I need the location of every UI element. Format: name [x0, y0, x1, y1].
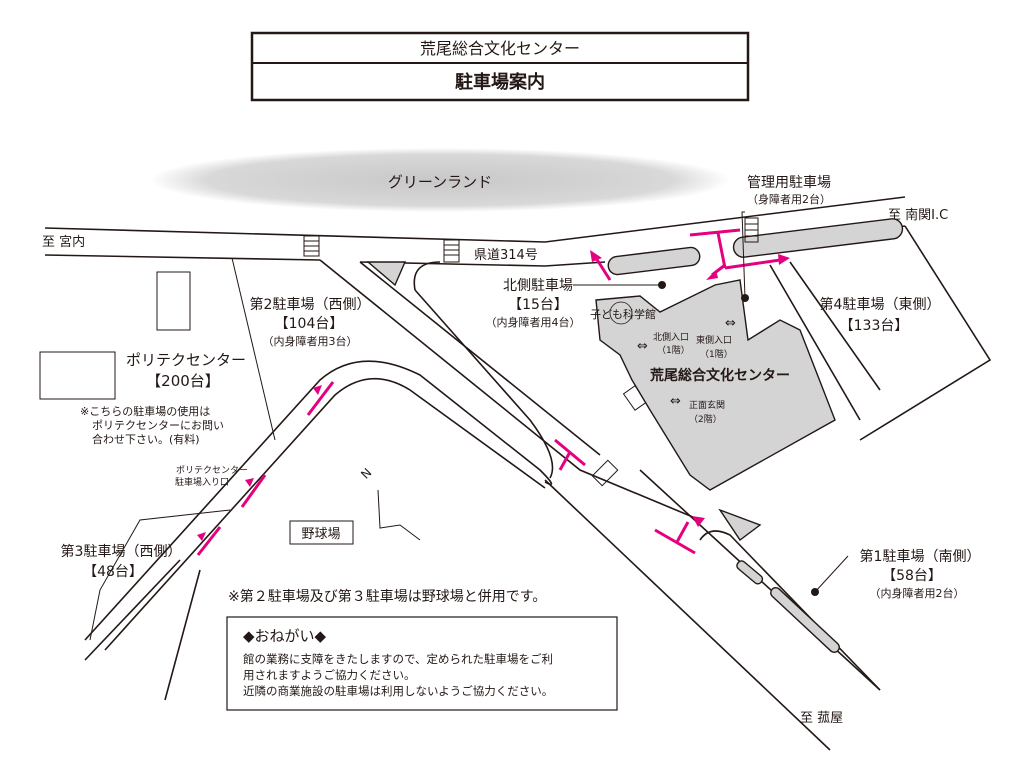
baseball-box	[289, 520, 354, 545]
p3-count: 【48台】	[83, 564, 143, 580]
center-label: 荒尾総合文化センター	[649, 367, 790, 384]
culture-center-building	[595, 279, 836, 491]
p1-note: （内身障者用2台）	[870, 586, 965, 600]
baseball-label: 野球場	[301, 527, 340, 542]
kids-science-label: 子ども科学館	[590, 307, 656, 321]
request-box: ◆おねがい◆ 館の業務に支障をきたしますので、定められた駐車場をご利 用されます…	[226, 616, 618, 711]
polytech-name: ポリテクセンター	[126, 351, 246, 369]
main-road	[44, 196, 906, 276]
entrance-north-floor: （1階）	[657, 345, 690, 356]
polytech-entrance-label: ポリテクセンター	[176, 465, 248, 476]
diagonal-roads	[84, 225, 992, 751]
entrance-north-label: 北側入口	[653, 331, 689, 343]
to-nankan-label: 至 南関I.C	[888, 207, 948, 223]
polytech-note-line: 合わせ下さい。(有料)	[92, 432, 200, 446]
to-miyauchi-label: 至 宮内	[42, 234, 85, 250]
polytech-count: 【200台】	[146, 372, 220, 390]
p4-name: 第4駐車場（東側）	[820, 296, 941, 313]
p2-note: （内身障者用3台）	[263, 334, 358, 348]
polytech-entrance-label2: 駐車場入り口	[175, 476, 229, 488]
road-name-label: 県道314号	[474, 248, 538, 263]
p1-marker	[811, 588, 819, 596]
p4-count: 【133台】	[840, 318, 909, 334]
request-line: 館の業務に支障をきたしますので、定められた駐車場をご利	[243, 652, 553, 666]
entrance-east-label: 東側入口	[696, 334, 732, 346]
p1-name: 第1駐車場（南側）	[860, 548, 981, 565]
kids-science-museum-icon	[609, 301, 633, 325]
facility-title: 荒尾総合文化センター	[420, 39, 580, 58]
entrance-east-floor: （1階）	[700, 349, 733, 360]
request-heading: ◆おねがい◆	[243, 627, 327, 645]
request-line: 用されますようご協力ください。	[243, 668, 416, 682]
green-land-label: グリーンランド	[388, 173, 492, 191]
p1-count: 【58台】	[882, 568, 942, 584]
north-parking-note: （内身障者用4台）	[486, 315, 581, 329]
north-parking-count: 【15台】	[508, 297, 568, 313]
p3-name: 第3駐車場（西側）	[61, 543, 182, 560]
p2-count: 【104台】	[275, 316, 344, 332]
traffic-arrows	[196, 228, 790, 556]
north-parking-name: 北側駐車場	[503, 277, 573, 294]
polytech-note-line: ※こちらの駐車場の使用は	[80, 404, 210, 418]
north-arrow-icon: N	[358, 466, 421, 541]
north-label: N	[358, 466, 374, 482]
entrance-main-icon: ⇔	[670, 394, 681, 409]
polytech-note: ※こちらの駐車場の使用は ポリテクセンターにお問い 合わせ下さい。(有料)	[80, 404, 224, 446]
request-line: 近隣の商業施設の駐車場は利用しないようご協力ください。	[243, 684, 553, 698]
to-kayaya-label: 至 菰屋	[800, 711, 843, 726]
parking-labels: 管理用駐車場 （身障者用2台） 北側駐車場 【15台】 （内身障者用4台） 第2…	[61, 174, 981, 600]
entrance-main-floor: （2階）	[689, 414, 722, 425]
entrance-east-icon: ⇔	[725, 316, 736, 331]
polytech-building	[156, 271, 191, 331]
title-box: 荒尾総合文化センター 駐車場案内	[250, 31, 750, 102]
page-title: 駐車場案内	[455, 71, 545, 93]
entrance-main-label: 正面玄関	[689, 399, 725, 411]
entrance-north-icon: ⇔	[637, 339, 648, 354]
green-land-area	[150, 148, 730, 212]
admin-parking-name: 管理用駐車場	[747, 174, 831, 191]
north-parking-marker	[658, 281, 666, 289]
polytech-note-line: ポリテクセンターにお問い	[92, 419, 224, 432]
p2-name: 第2駐車場（西側）	[250, 296, 371, 313]
polytech-building	[39, 351, 116, 400]
admin-parking-note: （身障者用2台）	[747, 192, 831, 206]
admin-parking-marker	[741, 294, 749, 302]
shared-parking-note: ※第２駐車場及び第３駐車場は野球場と併用です。	[228, 588, 546, 605]
